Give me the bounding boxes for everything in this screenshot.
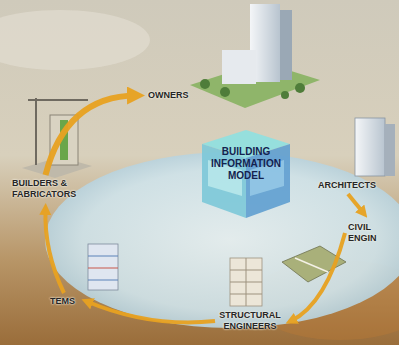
bim-cube: BUILDING INFORMATION MODEL <box>198 124 294 220</box>
systems-label: TEMS <box>50 296 78 307</box>
owners-label: OWNERS <box>148 90 191 101</box>
node-label: STRUCTURAL ENGINEERS <box>218 310 282 332</box>
flow-arrow <box>45 209 64 293</box>
flow-arrow <box>46 96 137 176</box>
structural-building <box>230 258 262 306</box>
node-label: CIVIL ENGIN <box>348 222 379 244</box>
node-label: TEMS <box>50 296 78 307</box>
builders-label: BUILDERS & FABRICATORS <box>12 178 79 200</box>
civil-label: CIVIL ENGIN <box>348 222 379 244</box>
node-label: ARCHITECTS <box>318 180 378 191</box>
architects-building <box>355 118 395 176</box>
flow-arrow <box>348 194 364 213</box>
flow-arrow <box>87 302 215 323</box>
node-label: OWNERS <box>148 90 191 101</box>
owners-building <box>190 4 320 108</box>
haze <box>0 10 150 70</box>
node-label: BUILDING INFORMATION MODEL <box>198 124 294 182</box>
systems-building <box>88 244 118 290</box>
flow-arrow <box>291 233 345 321</box>
node-label: BUILDERS & FABRICATORS <box>12 178 79 200</box>
architects-label: ARCHITECTS <box>318 180 378 191</box>
platform-disc <box>45 152 399 328</box>
structural-label: STRUCTURAL ENGINEERS <box>218 310 282 332</box>
